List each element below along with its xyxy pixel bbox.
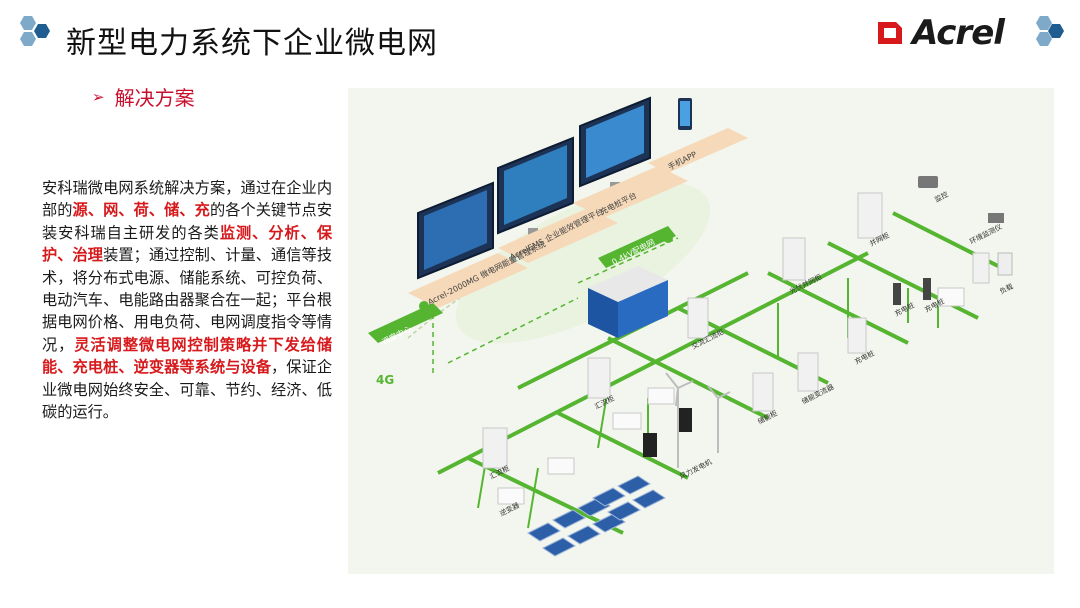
brand-name: Acrel [912,13,1004,53]
description-paragraph: 安科瑞微电网系统解决方案，通过在企业内部的源、网、荷、储、充的各个关键节点安装安… [42,177,332,423]
section-heading: ➢ 解决方案 [92,82,195,111]
hexagon-logo-icon [12,14,58,50]
arrow-bullet-icon: ➢ [92,88,105,106]
microgrid-diagram: Acrel-2000MG 微电网能量管理系统 AcrelEMS 企业能效管理平台… [348,88,1054,574]
acrel-logo-icon [874,16,908,50]
wind-turbines [666,373,730,468]
hexagon-deco-icon [1030,14,1070,50]
solar-panels [528,476,665,556]
diagram-canvas [348,88,1054,574]
desc-highlight-1: 源、网、荷、储、充 [73,201,210,219]
page-title: 新型电力系统下企业微电网 [66,18,438,62]
brand-logo: Acrel [874,12,1004,54]
section-heading-text: 解决方案 [115,82,195,111]
phone-app [678,98,692,130]
gw-label: 4G [376,373,394,387]
